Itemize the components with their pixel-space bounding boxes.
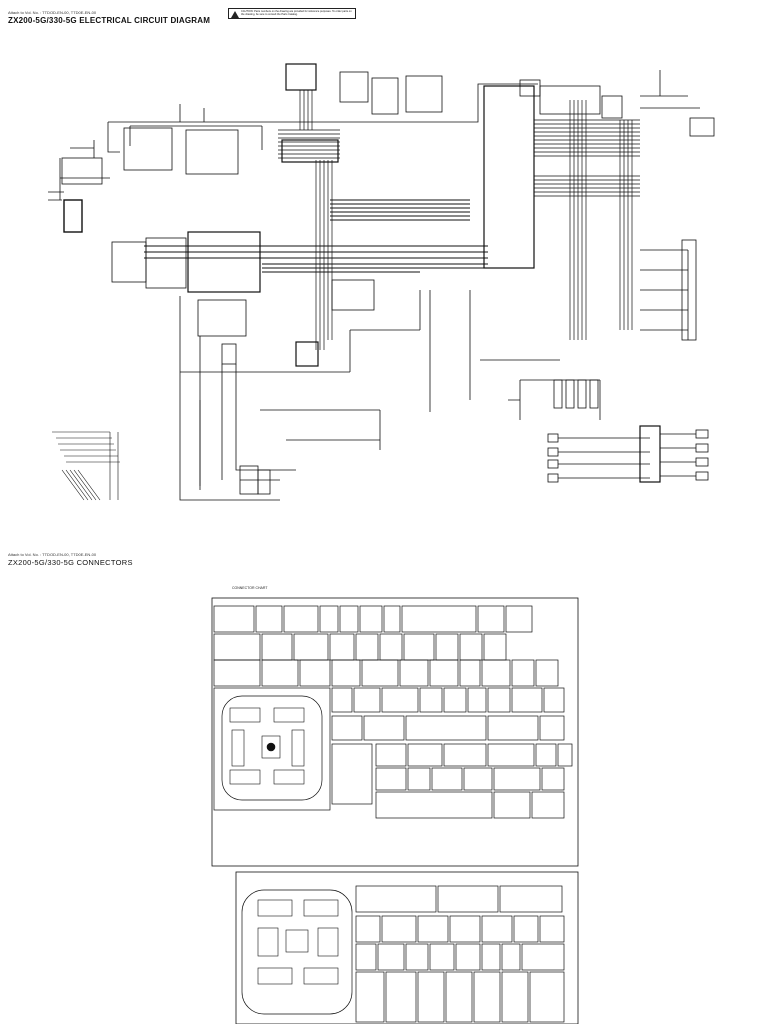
module-top-1: [285, 63, 317, 91]
circuit-diagram: [48, 63, 715, 501]
module-mid-5: [331, 279, 375, 311]
wire-bus-horizontal: [144, 199, 488, 273]
connector-right-mid: [681, 239, 697, 341]
attach-note: Attach to Vol. No. : TTDOD-EN-00, TTD0E-…: [8, 10, 97, 15]
ecu-controller: [483, 85, 535, 269]
connector-row-2: [213, 633, 507, 661]
wire-lower-center: [199, 290, 560, 490]
round-connector-1: [221, 695, 323, 801]
round-connector-2: [241, 889, 353, 1015]
module-left-1: [123, 127, 173, 171]
round-connector-1-pins: [229, 707, 305, 785]
connector-row-3: [213, 659, 559, 687]
connector-right-top-2: [689, 117, 715, 137]
connector-pins-right: [660, 429, 709, 481]
wire-main-loop: [107, 83, 538, 153]
module-left-3: [61, 157, 103, 185]
caution-box: CAUTION: Parts numbers on the drawing ar…: [228, 8, 356, 19]
wire-left-a: [48, 140, 110, 201]
module-mid-3: [187, 231, 261, 293]
connector-chart-label: CONNECTOR CHART: [232, 586, 268, 590]
connector-row-6: [355, 885, 565, 1023]
connectors-attach-note: Attach to Vol. No. : TTDOD-EN-00, TTD0E-…: [8, 552, 97, 557]
caution-text: CAUTION: Parts numbers on the drawing ar…: [241, 10, 352, 16]
wire-right-outer: [640, 70, 700, 340]
module-top-2: [339, 71, 369, 103]
module-left-4: [63, 199, 83, 233]
module-mid-6: [295, 341, 319, 367]
round-connector-1-frame: [213, 687, 331, 811]
harness-fan-left: [52, 431, 120, 501]
page-title: ZX200-5G/330-5G ELECTRICAL CIRCUIT DIAGR…: [8, 16, 211, 25]
round-connector-2-pins: [257, 899, 339, 985]
module-top-3: [371, 77, 399, 115]
connector-row-5: [331, 743, 573, 819]
connector-lower-right: [639, 425, 661, 483]
connectors-title: ZX200-5G/330-5G CONNECTORS: [8, 558, 133, 567]
module-mid-7: [221, 343, 237, 365]
module-lower-center-2: [257, 469, 271, 495]
wire-bus-center: [278, 90, 340, 350]
module-left-2: [185, 129, 239, 175]
solenoid-group: [508, 379, 650, 483]
module-mid-4: [197, 299, 247, 337]
warning-icon: [231, 10, 239, 18]
module-mid-2: [145, 237, 187, 289]
junction-block-center: [281, 139, 339, 163]
connector-row-4: [331, 687, 565, 741]
ecu-display: [601, 95, 623, 119]
module-top-4: [405, 75, 443, 113]
wire-bus-right: [534, 100, 640, 340]
connector-row-1: [213, 605, 533, 633]
